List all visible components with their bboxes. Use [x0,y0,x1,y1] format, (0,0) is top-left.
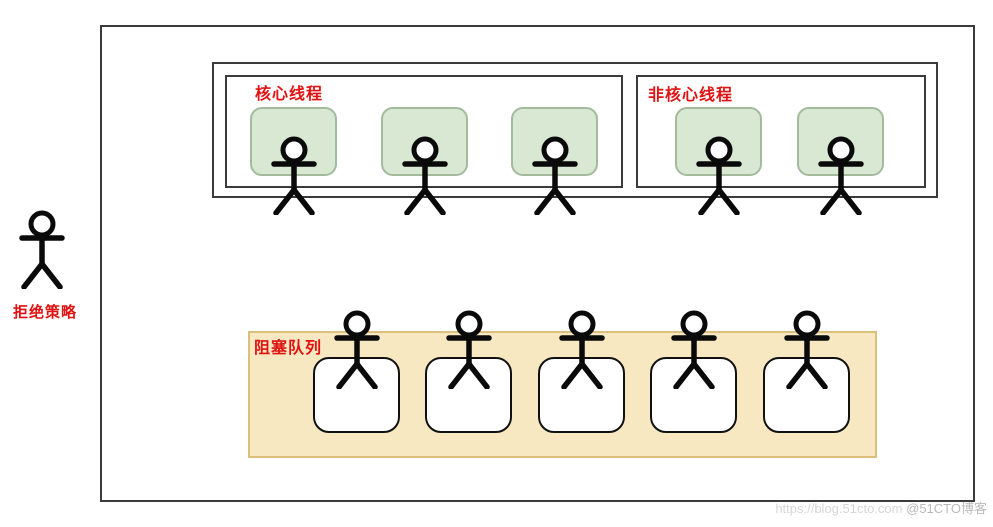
watermark-url: https://blog.51cto.com [775,501,903,516]
queue-task-figure [783,310,830,389]
queue-task-slot [425,357,512,433]
watermark-brand: @51CTO博客 [906,501,987,516]
core-thread-worker-figure [401,136,448,215]
queue-task-figure [670,310,717,389]
queue-task-slot [313,357,400,433]
core-thread-worker-figure [270,136,317,215]
non-core-thread-worker-figure [695,136,742,215]
watermark: https://blog.51cto.com @51CTO博客 [775,498,987,517]
non-core-threads-label: 非核心线程 [648,87,734,104]
queue-task-figure [333,310,380,389]
core-threads-label: 核心线程 [255,86,324,103]
queue-task-figure [558,310,605,389]
queue-task-figure [445,310,492,389]
queue-task-slot [538,357,625,433]
rejection-policy-label: 拒绝策略 [13,304,78,321]
blocking-queue-label: 阻塞队列 [254,340,323,357]
core-thread-worker-figure [531,136,578,215]
non-core-thread-worker-figure [817,136,864,215]
rejection-policy-figure [19,210,65,289]
